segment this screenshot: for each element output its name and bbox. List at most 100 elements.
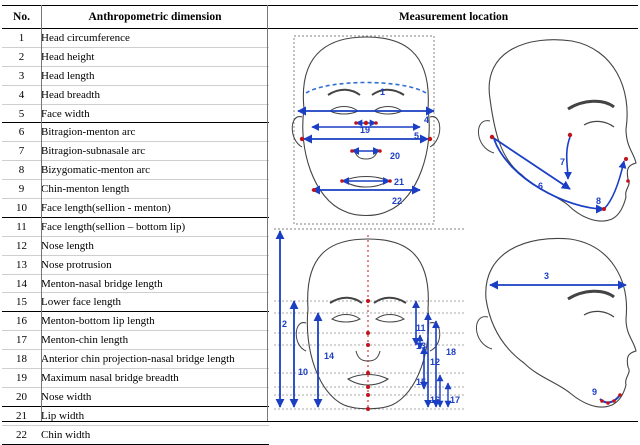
row-number: 5 — [2, 104, 41, 124]
row-number: 8 — [2, 160, 41, 181]
row-dimension-name: Bitragion-menton arc — [41, 122, 269, 143]
label-15: 15 — [416, 377, 426, 387]
table-bottom-rule — [2, 421, 638, 422]
row-dimension-name: Menton-bottom lip length — [41, 311, 269, 332]
row-number: 17 — [2, 330, 41, 351]
face-outline-2 — [306, 238, 430, 410]
row-number: 1 — [2, 28, 41, 48]
row-number: 12 — [2, 236, 41, 256]
label-16: 16 — [430, 395, 440, 405]
row-dimension-name: Anterior chin projection-nasal bridge le… — [41, 349, 269, 370]
measurement-location-figure: 1 4 5 19 20 21 22 6 7 8 — [274, 35, 637, 411]
front-face-top: 1 4 5 19 20 21 22 — [291, 35, 441, 225]
side-face-top: 6 7 8 — [478, 39, 637, 222]
row-number: 19 — [2, 368, 41, 388]
row-number: 11 — [2, 217, 41, 237]
row-number: 14 — [2, 274, 41, 294]
label-5: 5 — [414, 131, 419, 141]
row-number: 21 — [2, 406, 41, 426]
row-dimension-name: Head breadth — [41, 85, 269, 105]
column-divider — [41, 5, 42, 422]
row-number: 6 — [2, 122, 41, 143]
row-dimension-name: Nose width — [41, 387, 269, 407]
label-20: 20 — [390, 151, 400, 161]
side-head-outline — [485, 237, 637, 408]
header-dimension: Anthropometric dimension — [41, 5, 269, 29]
row-dimension-name: Bitragion-subnasale arc — [41, 141, 269, 162]
header-location: Measurement location — [269, 5, 638, 29]
front-face-bottom: 2 10 14 11 13 12 18 15 16 17 — [274, 228, 464, 411]
row-number: 13 — [2, 255, 41, 275]
row-dimension-name: Nose protrusion — [41, 255, 269, 275]
row-dimension-name: Lip width — [41, 406, 269, 426]
row-dimension-name: Bizygomatic-menton arc — [41, 160, 269, 181]
label-13: 13 — [416, 341, 426, 351]
row-number: 3 — [2, 66, 41, 86]
row-number: 20 — [2, 387, 41, 407]
arc-1 — [305, 81, 427, 94]
head-bounding-box — [293, 35, 435, 225]
row-number: 18 — [2, 349, 41, 370]
label-1: 1 — [380, 87, 385, 97]
column-divider — [267, 5, 268, 422]
row-dimension-name: Head height — [41, 47, 269, 67]
row-dimension-name: Nose length — [41, 236, 269, 256]
row-number: 4 — [2, 85, 41, 105]
row-dimension-name: Menton-chin length — [41, 330, 269, 351]
label-17: 17 — [450, 395, 460, 405]
row-number: 16 — [2, 311, 41, 332]
label-4: 4 — [424, 115, 429, 125]
side-face-bottom: 3 9 — [476, 237, 637, 408]
label-3: 3 — [544, 271, 549, 281]
row-dimension-name: Head length — [41, 66, 269, 86]
label-8: 8 — [596, 196, 601, 206]
label-19: 19 — [360, 125, 370, 135]
row-dimension-name: Maximum nasal bridge breadth — [41, 368, 269, 388]
row-dimension-name: Menton-nasal bridge length — [41, 274, 269, 294]
row-dimension-name: Chin width — [41, 425, 269, 445]
row-dimension-name: Lower face length — [41, 292, 269, 313]
row-number: 15 — [2, 292, 41, 313]
label-21: 21 — [394, 177, 404, 187]
row-dimension-name: Face length(sellion - menton) — [41, 198, 269, 218]
label-9: 9 — [592, 387, 597, 397]
label-22: 22 — [392, 196, 402, 206]
label-2: 2 — [282, 319, 287, 329]
label-12: 12 — [430, 357, 440, 367]
row-dimension-name: Head circumference — [41, 28, 269, 48]
row-dimension-name: Face width — [41, 104, 269, 124]
label-7: 7 — [560, 157, 565, 167]
label-6: 6 — [538, 181, 543, 191]
row-dimension-name: Face length(sellion – bottom lip) — [41, 217, 269, 237]
face-outline — [302, 36, 430, 217]
row-number: 2 — [2, 47, 41, 67]
label-14: 14 — [324, 351, 334, 361]
row-dimension-name: Chin-menton length — [41, 179, 269, 200]
label-10: 10 — [298, 367, 308, 377]
row-number: 22 — [2, 425, 41, 445]
label-11: 11 — [416, 323, 426, 333]
row-number: 10 — [2, 198, 41, 218]
